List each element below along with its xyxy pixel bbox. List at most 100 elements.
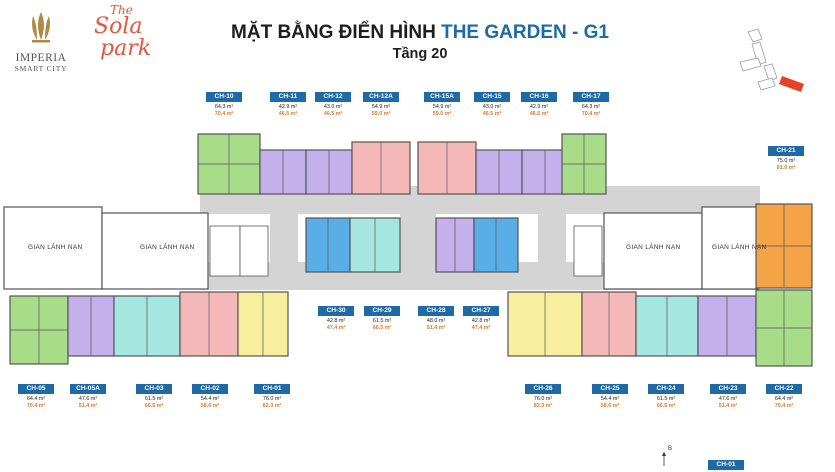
unit-area-gross: 66.5 m²	[372, 324, 392, 331]
unit-area-net: 76.0 m²	[533, 396, 553, 403]
unit-area-gross: 81.0 m²	[776, 164, 796, 171]
sola-the: The	[110, 3, 133, 17]
title-accent: THE GARDEN - G1	[441, 22, 609, 43]
unit-code: CH-05	[18, 384, 54, 395]
imperia-logo: IMPERIA SMART CITY	[8, 10, 74, 73]
unit-area-gross: 58.6 m²	[600, 402, 620, 409]
key-plan-highlight	[779, 76, 804, 92]
unit-code: CH-16	[521, 92, 557, 103]
unit-code: CH-21	[768, 146, 804, 157]
key-plan	[739, 28, 804, 92]
common-room-label: GIAN LÁNH NẠN	[28, 244, 83, 251]
unit-area-gross: 47.4 m²	[471, 324, 491, 331]
unit-code: CH-12A	[363, 92, 399, 103]
unit-area-gross: 47.4 m²	[326, 324, 346, 331]
unit-code: CH-27	[463, 306, 499, 317]
unit-area-net: 42.8 m²	[326, 318, 346, 325]
unit-code: CH-30	[318, 306, 354, 317]
unit-code: CH-23	[710, 384, 746, 395]
unit-code: CH-12	[315, 92, 351, 103]
unit-code: CH-01	[708, 460, 744, 471]
unit-area-net: 54.4 m²	[200, 396, 220, 403]
common-room-label: GIAN LÁNH NẠN	[626, 244, 681, 251]
compass-label: B	[668, 446, 673, 452]
unit-area-net: 43.0 m²	[482, 104, 502, 111]
unit-area-net: 61.5 m²	[372, 318, 392, 325]
common-room-label: GIAN LÁNH NẠN	[712, 244, 767, 251]
title-prefix: MẶT BẰNG ĐIỂN HÌNH	[231, 22, 436, 43]
unit-area-gross: 70.4 m²	[214, 110, 234, 117]
unit-code: CH-05A	[70, 384, 106, 395]
sola-park-word: park	[100, 36, 152, 61]
unit-area-net: 48.0 m²	[426, 318, 446, 325]
unit-code: CH-28	[418, 306, 454, 317]
unit-code: CH-02	[192, 384, 228, 395]
unit-code: CH-10	[206, 92, 242, 103]
unit-code: CH-03	[136, 384, 172, 395]
unit-area-net: 75.0 m²	[776, 158, 796, 165]
unit-area-gross: 51.4 m²	[426, 324, 446, 331]
imperia-crest-icon	[32, 12, 50, 43]
unit-area-net: 43.0 m²	[323, 104, 343, 111]
unit-area-gross: 51.4 m²	[718, 402, 738, 409]
unit-area-net: 47.6 m²	[78, 396, 98, 403]
unit-tag-partial: CH-01	[708, 460, 744, 472]
unit-area-gross: 70.4 m²	[774, 402, 794, 409]
unit-area-net: 64.3 m²	[581, 104, 601, 111]
unit-area-net: 76.0 m²	[262, 396, 282, 403]
sola-word: Sola	[94, 14, 143, 39]
unit-code: CH-22	[766, 384, 802, 395]
unit-area-net: 42.9 m²	[278, 104, 298, 111]
unit-area-gross: 59.0 m²	[371, 110, 391, 117]
unit-code: CH-29	[364, 306, 400, 317]
unit-code: CH-24	[648, 384, 684, 395]
unit-area-gross: 46.5 m²	[278, 110, 298, 117]
unit-area-net: 47.6 m²	[718, 396, 738, 403]
unit-area-net: 64.4 m²	[26, 396, 46, 403]
unit-code: CH-11	[270, 92, 306, 103]
unit-area-gross: 46.5 m²	[323, 110, 343, 117]
imperia-sub: SMART CITY	[14, 64, 68, 73]
imperia-name: IMPERIA	[15, 52, 67, 64]
unit-area-gross: 58.6 m²	[200, 402, 220, 409]
common-room-label: GIAN LÁNH NẠN	[140, 244, 195, 251]
page-title: MẶT BẰNG ĐIỂN HÌNH THE GARDEN - G1	[220, 22, 620, 44]
unit-area-net: 64.3 m²	[214, 104, 234, 111]
unit-area-gross: 46.5 m²	[529, 110, 549, 117]
unit-code: CH-01	[254, 384, 290, 395]
unit-area-net: 54.4 m²	[600, 396, 620, 403]
unit-area-gross: 66.5 m²	[144, 402, 164, 409]
unit-code: CH-25	[592, 384, 628, 395]
unit-code: CH-26	[525, 384, 561, 395]
unit-code: CH-15	[474, 92, 510, 103]
unit-area-net: 54.9 m²	[432, 104, 452, 111]
unit-area-net: 42.9 m²	[529, 104, 549, 111]
unit-area-gross: 51.4 m²	[78, 402, 98, 409]
unit-area-gross: 59.0 m²	[432, 110, 452, 117]
unit-area-net: 42.8 m²	[471, 318, 491, 325]
page-subtitle: Tầng 20	[392, 46, 448, 62]
unit-area-gross: 82.3 m²	[533, 402, 553, 409]
unit-area-gross: 82.3 m²	[262, 402, 282, 409]
